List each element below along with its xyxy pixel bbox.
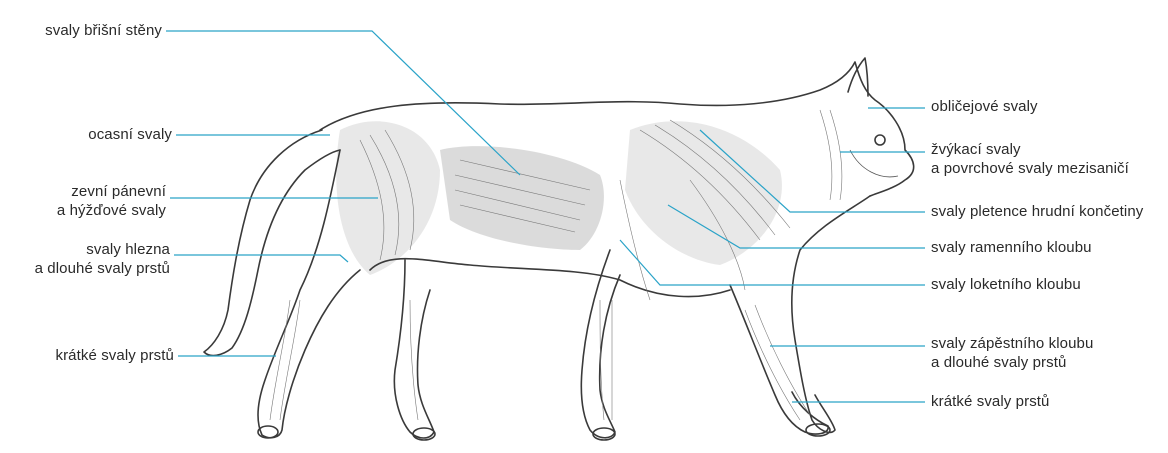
label-carpal-digits: svaly zápěstního kloubu a dlouhé svaly p… [931, 334, 1093, 372]
cat-hind-leg-inner-outline [394, 260, 434, 438]
label-tail: ocasní svaly [0, 125, 172, 144]
label-hock-digits: svaly hlezna a dlouhé svaly prstů [0, 240, 170, 278]
label-masticatory: žvýkací svaly a povrchové svaly mezisani… [931, 140, 1129, 178]
cat-eye [875, 135, 885, 145]
abdominal-muscle-shading [440, 146, 604, 250]
label-shoulder: svaly ramenního kloubu [931, 238, 1092, 257]
label-short-digits-hind: krátké svaly prstů [0, 346, 174, 365]
cat-fore-leg-front-outline [730, 285, 828, 434]
leader-elbow [620, 240, 925, 285]
label-pelvic-gluteal: zevní pánevní a hýžďové svaly [0, 182, 166, 220]
cat-ear-outline [848, 58, 868, 96]
label-facial: obličejové svaly [931, 97, 1038, 116]
label-girdle: svaly pletence hrudní končetiny [931, 202, 1143, 221]
label-abdominal-wall: svaly břišní stěny [0, 21, 162, 40]
cat-jaw-line [850, 150, 898, 177]
label-elbow: svaly loketního kloubu [931, 275, 1081, 294]
cat-belly-outline [370, 259, 730, 297]
cat-neck-chest-outline [792, 196, 870, 432]
label-short-digits-fore: krátké svaly prstů [931, 392, 1050, 411]
